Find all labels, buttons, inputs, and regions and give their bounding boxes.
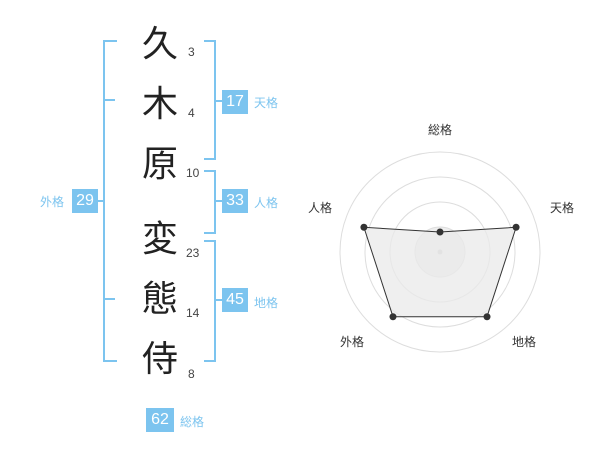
radar-label-left: 人格 (308, 200, 332, 215)
chikaku-label: 地格 (254, 296, 279, 310)
gaikaku-bracket-mid-tick-2 (105, 298, 115, 300)
radar-point-chi (483, 313, 491, 321)
chikaku-bracket (204, 240, 216, 362)
soukaku-value-badge: 62 (146, 408, 174, 432)
radar-label-bottom-left: 外格 (340, 334, 364, 349)
radar-label-top: 総格 (428, 122, 452, 137)
tenkaku-bracket-tick (214, 100, 222, 102)
gaikaku-value-badge: 29 (72, 189, 98, 213)
jinkaku-bracket-tick (214, 200, 222, 202)
jinkaku-bracket (204, 170, 216, 234)
stroke-count-5: 14 (186, 306, 200, 320)
name-char-6: 侍 (141, 339, 178, 380)
radar-point-ten (512, 223, 520, 231)
radar-ring-3 (364, 176, 516, 328)
name-char-3: 原 (141, 144, 178, 185)
chikaku-bracket-tick (214, 299, 222, 301)
soukaku-label: 総格 (180, 415, 205, 429)
stroke-count-4: 23 (186, 246, 200, 260)
jinkaku-value-badge: 33 (222, 189, 248, 213)
radar-point-gai (389, 313, 397, 321)
radar-point-sou (436, 228, 444, 236)
radar-ring-4 (339, 151, 541, 353)
tenkaku-label: 天格 (254, 96, 279, 110)
radar-label-right: 天格 (550, 200, 574, 215)
name-char-2: 木 (141, 84, 178, 125)
name-char-1: 久 (141, 24, 178, 65)
gaikaku-bracket (103, 40, 117, 362)
stroke-count-3: 10 (186, 166, 200, 180)
stroke-count-1: 3 (188, 45, 195, 59)
gaikaku-label: 外格 (40, 195, 65, 209)
tenkaku-value-badge: 17 (222, 90, 248, 114)
gaikaku-bracket-mid-tick-1 (105, 99, 115, 101)
radar-polygon (363, 226, 517, 318)
name-char-5: 態 (141, 279, 178, 320)
stroke-count-2: 4 (188, 106, 195, 120)
radar-label-bottom-right: 地格 (512, 334, 536, 349)
name-char-4: 変 (141, 219, 178, 260)
stroke-count-6: 8 (188, 367, 195, 381)
radar-point-jin (360, 223, 368, 231)
chikaku-value-badge: 45 (222, 288, 248, 312)
jinkaku-label: 人格 (254, 196, 279, 210)
